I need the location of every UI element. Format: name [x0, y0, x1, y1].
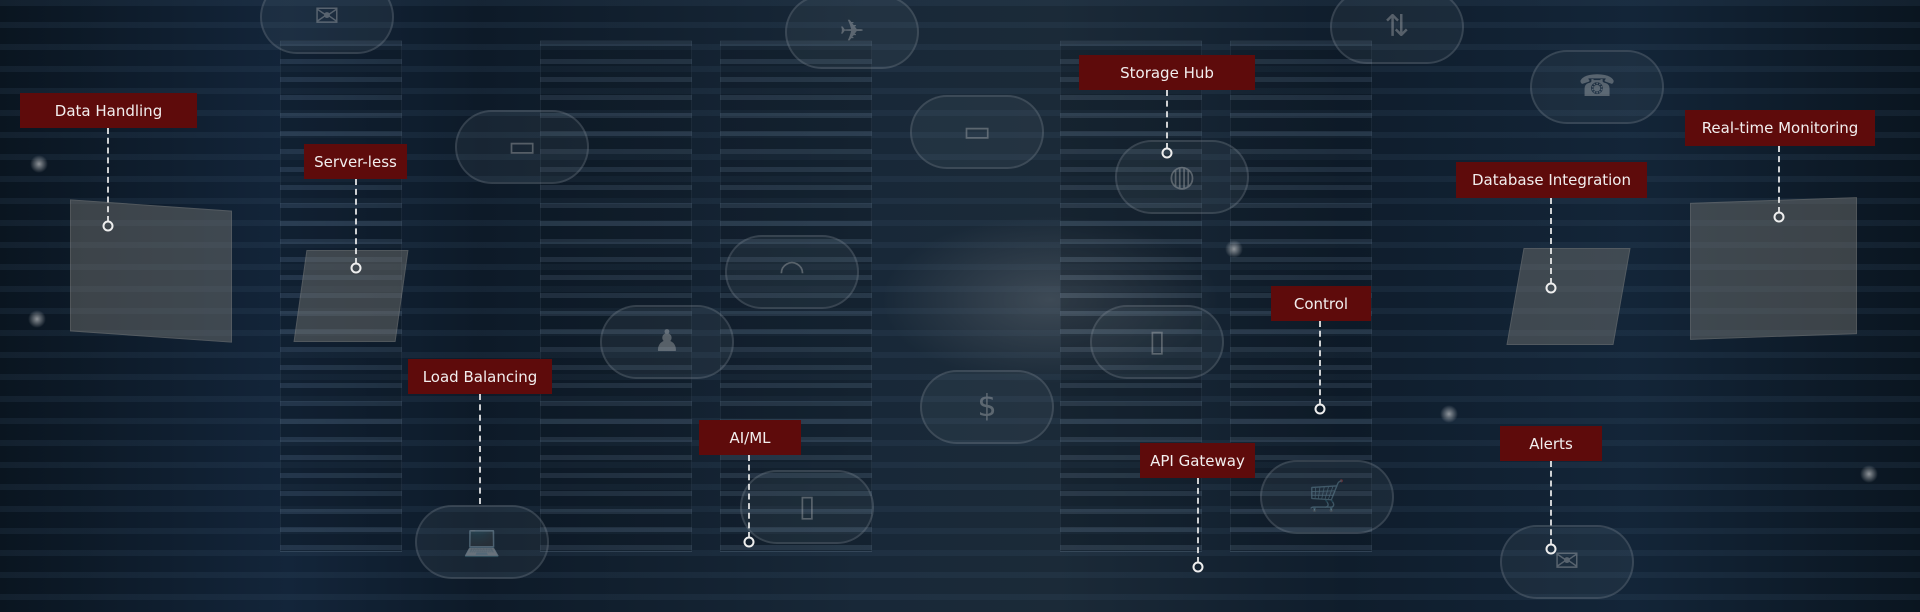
- label-ai-ml: AI/ML: [699, 420, 801, 455]
- label-real-time-monitoring: Real-time Monitoring: [1685, 110, 1875, 146]
- label-server-less: Server-less: [304, 144, 407, 179]
- hotspot-data-handling[interactable]: [102, 220, 114, 232]
- hotspot-real-time-monitoring[interactable]: [1773, 211, 1785, 223]
- hotspot-api-gateway[interactable]: [1192, 561, 1204, 573]
- cart-cloud-icon: 🛒: [1260, 460, 1394, 534]
- connector-line: [355, 179, 357, 264]
- light-glow: [1860, 465, 1878, 483]
- tablet-screen: [1506, 248, 1631, 345]
- hotspot-database-integration[interactable]: [1545, 282, 1557, 294]
- monitor-cloud-icon: ▭: [910, 95, 1044, 169]
- airplane-cloud-icon: ✈: [785, 0, 919, 69]
- hotspot-alerts[interactable]: [1545, 543, 1557, 555]
- mobile-cloud-icon: ▯: [740, 470, 874, 544]
- light-glow: [1440, 405, 1458, 423]
- label-load-balancing: Load Balancing: [408, 359, 552, 394]
- user-cloud-icon: ♟: [600, 305, 734, 379]
- label-database-integration: Database Integration: [1456, 162, 1647, 198]
- phone-cloud-icon: ☎: [1530, 50, 1664, 124]
- connector-line: [1550, 198, 1552, 284]
- wifi-cloud-icon: ◠: [725, 235, 859, 309]
- light-glow: [30, 155, 48, 173]
- label-control: Control: [1271, 286, 1371, 321]
- hotspot-control[interactable]: [1314, 403, 1326, 415]
- label-storage-hub: Storage Hub: [1079, 55, 1255, 90]
- connector-line: [748, 455, 750, 538]
- connector-line: [1319, 321, 1321, 405]
- connector-line: [1550, 461, 1552, 545]
- connector-line: [1166, 90, 1168, 149]
- label-alerts: Alerts: [1500, 426, 1602, 461]
- connector-line: [1197, 478, 1199, 563]
- mail-cloud-icon: ✉: [260, 0, 394, 54]
- hotspot-ai-ml[interactable]: [743, 536, 755, 548]
- dollar-cloud-icon: $: [920, 370, 1054, 444]
- server-rack: [280, 40, 402, 552]
- label-data-handling: Data Handling: [20, 93, 197, 128]
- label-api-gateway: API Gateway: [1140, 443, 1255, 478]
- globe-cloud-icon: ◍: [1115, 140, 1249, 214]
- transfer-cloud-icon: ⇅: [1330, 0, 1464, 64]
- connector-line: [107, 128, 109, 222]
- mail-cloud-icon: ✉: [1500, 525, 1634, 599]
- computer-cloud-icon: ▭: [455, 110, 589, 184]
- hotspot-storage-hub[interactable]: [1161, 147, 1173, 159]
- light-glow: [1225, 240, 1243, 258]
- light-glow: [28, 310, 46, 328]
- connector-line: [479, 394, 481, 504]
- dashboard-screen: [70, 199, 232, 343]
- connector-line: [1778, 146, 1780, 213]
- laptop-cloud-icon: 💻: [415, 505, 549, 579]
- hotspot-server-less[interactable]: [350, 262, 362, 274]
- tablet-cloud-icon: ▯: [1090, 305, 1224, 379]
